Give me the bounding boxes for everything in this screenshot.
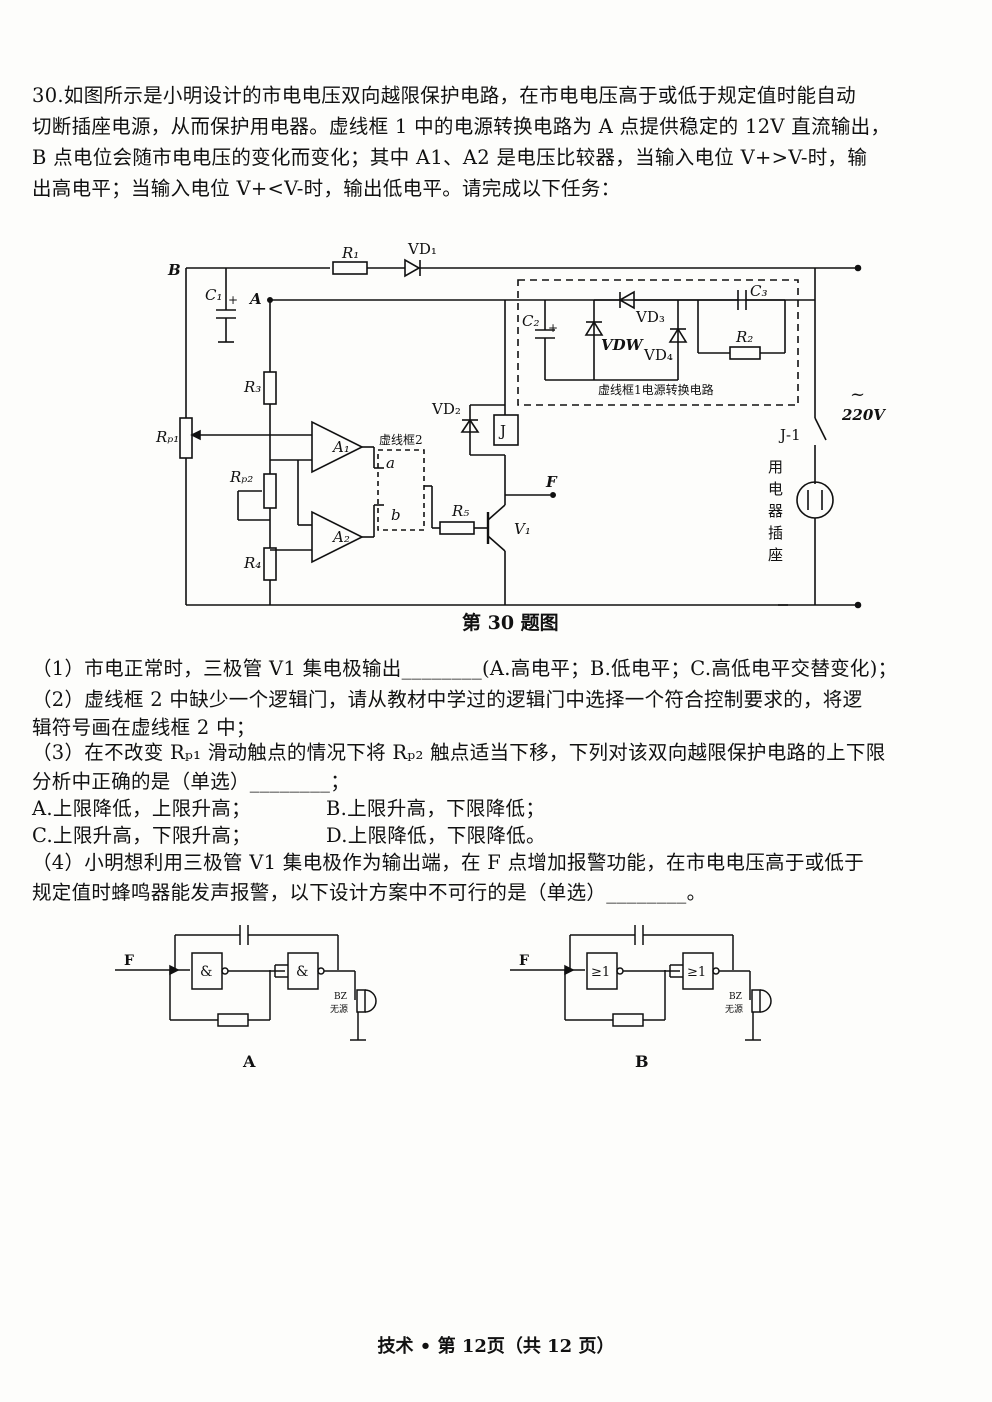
vd1-diode (404, 258, 421, 278)
option-a-buzzer: BZ (334, 992, 347, 1002)
label-c2-plus: + (548, 321, 558, 335)
question-4-line-1: （4）小明想利用三极管 V1 集电极作为输出端，在 F 点增加报警功能，在市电电… (32, 851, 865, 874)
option-b: B.上限升高，下限降低； (326, 797, 546, 820)
option-a-buzzer-type: 无源 (330, 1004, 348, 1015)
label-v1: V₁ (514, 520, 531, 538)
r1-resistor (332, 261, 368, 275)
socket (796, 481, 834, 519)
label-b-terminal: b (391, 506, 401, 524)
label-r4: R₄ (243, 554, 261, 572)
label-a1: A₁ (331, 438, 350, 456)
intro-line-3: B 点电位会随市电电压的变化而变化；其中 A1、A2 是电压比较器，当输入电位 … (32, 146, 868, 169)
option-a-gate-1-symbol: & (200, 964, 212, 980)
main-circuit-diagram: B C₁ + A R₁ VD₁ C₂ + C₃ VD₃ VDW VD₄ R₂ 虚… (155, 240, 886, 609)
label-box2: 虚线框2 (379, 433, 423, 447)
socket-char-5: 座 (768, 546, 783, 564)
vd4-diode (668, 327, 688, 343)
option-b-label: B (635, 1052, 649, 1071)
socket-char-1: 用 (768, 458, 783, 476)
question-3-line-1: （3）在不改变 Rₚ₁ 滑动触点的情况下将 Rₚ₂ 触点适当下移，下列对该双向越… (32, 741, 886, 764)
label-ac-voltage: 220V (841, 406, 886, 424)
question-3-line-2: 分析中正确的是（单选）________； (32, 770, 350, 793)
label-r2: R₂ (735, 328, 753, 346)
option-b-buzzer-type: 无源 (725, 1004, 743, 1015)
label-a2: A₂ (331, 528, 350, 546)
option-b-input: F (519, 953, 529, 969)
label-j: J (498, 422, 506, 440)
option-b-buzzer: BZ (729, 992, 742, 1002)
label-f: F (545, 473, 558, 491)
label-ac-symbol: ~ (850, 384, 865, 405)
question-intro: 30.如图所示是小明设计的市电电压双向越限保护电路，在市电电压高于或低于规定值时… (32, 80, 912, 204)
label-vd3: VD₃ (635, 308, 665, 326)
option-d: D.上限降低，下限降低。 (326, 824, 546, 847)
label-rp2: Rₚ₂ (229, 468, 253, 486)
label-r3: R₃ (243, 378, 261, 396)
rp1-potentiometer (179, 417, 193, 459)
socket-char-4: 插 (768, 524, 783, 542)
question-2-line-1: （2）虚线框 2 中缺少一个逻辑门，请从教材中学过的逻辑门中选择一个符合控制要求… (32, 688, 863, 711)
option-a-input: F (124, 953, 134, 969)
option-b-gate-1-symbol: ≥1 (591, 965, 610, 980)
label-box1: 虚线框1电源转换电路 (598, 382, 714, 397)
label-a: A (248, 290, 262, 308)
label-rp1: Rₚ₁ (155, 428, 179, 446)
relay-j (493, 414, 519, 446)
question-1: （1）市电正常时，三极管 V1 集电极输出________(A.高电平；B.低电… (32, 657, 898, 680)
option-b-gate-2-symbol: ≥1 (687, 965, 706, 980)
label-vd1: VD₁ (407, 240, 437, 258)
label-j1: J-1 (778, 426, 801, 444)
option-circuit-a: F & & BZ 无源 A (115, 925, 377, 1071)
label-c1-plus: + (228, 293, 238, 307)
label-c2: C₂ (522, 312, 540, 330)
label-vd4: VD₄ (643, 346, 673, 364)
label-r1: R₁ (341, 244, 359, 262)
question-4-line-2: 规定值时蜂鸣器能发声报警，以下设计方案中不可行的是（单选）________。 (32, 881, 707, 904)
a1-comparator (311, 420, 364, 474)
option-a-gate-2-symbol: & (296, 964, 308, 980)
option-circuit-b: F ≥1 ≥1 BZ 无源 B (510, 925, 772, 1071)
label-b: B (167, 261, 181, 279)
page-footer: 技术 • 第 12页（共 12 页） (377, 1336, 615, 1357)
option-a: A.上限降低，上限升高； (32, 797, 251, 820)
dashed-box-1 (517, 279, 799, 406)
label-a-terminal: a (386, 454, 395, 472)
rp2-potentiometer (263, 473, 277, 509)
label-c1: C₁ (205, 286, 223, 304)
a2-comparator (311, 510, 364, 564)
intro-line-4: 出高电平；当输入电位 V+<V-时，输出低电平。请完成以下任务： (32, 177, 621, 200)
socket-char-2: 电 (768, 480, 783, 498)
label-r5: R₅ (451, 502, 469, 520)
intro-line-1: 30.如图所示是小明设计的市电电压双向越限保护电路，在市电电压高于或低于规定值时… (32, 84, 856, 107)
option-a-label: A (242, 1052, 256, 1071)
label-vdw: VDW (601, 336, 645, 354)
label-c3: C₃ (750, 282, 768, 300)
socket-char-3: 器 (768, 502, 783, 520)
question-2-line-2: 辑符号画在虚线框 2 中； (32, 716, 256, 739)
option-c: C.上限升高，下限升高； (32, 824, 252, 847)
dashed-box-2 (377, 449, 425, 531)
figure-caption: 第 30 题图 (462, 612, 559, 634)
label-vd2: VD₂ (431, 400, 461, 418)
intro-line-2: 切断插座电源，从而保护用电器。虚线框 1 中的电源转换电路为 A 点提供稳定的 … (32, 115, 891, 138)
